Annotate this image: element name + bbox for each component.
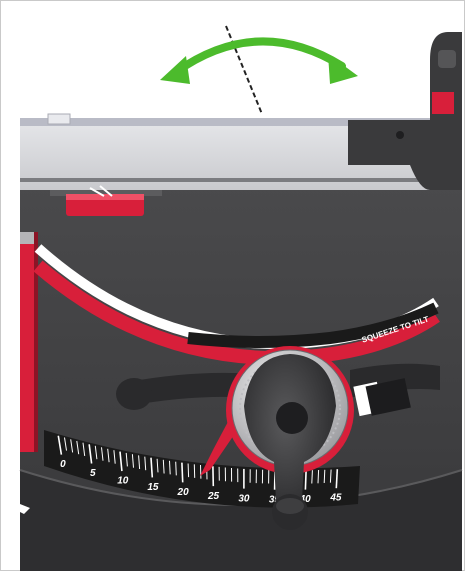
scale-label: 5 (90, 468, 96, 479)
scale-minor-tick (176, 462, 177, 476)
scale-major-tick (182, 463, 183, 483)
scale-minor-tick (170, 461, 171, 475)
scale-minor-tick (318, 470, 319, 483)
scale-minor-tick (324, 470, 325, 483)
scale-label: 45 (329, 493, 342, 504)
scale-label: 15 (147, 482, 159, 493)
scale-label: 0 (60, 459, 66, 470)
scale-minor-tick (188, 464, 189, 478)
scale-label: 10 (117, 476, 129, 487)
rail-clip (48, 114, 70, 124)
scale-label: 30 (238, 493, 250, 504)
scale-major-tick (305, 470, 306, 489)
scale-label: 20 (177, 487, 190, 498)
scale-label: 25 (207, 491, 220, 502)
scale-major-tick (336, 469, 337, 488)
scale-minor-tick (330, 470, 331, 483)
scale-minor-tick (312, 470, 313, 483)
rail-shadow (20, 178, 462, 182)
left-red-bar (20, 232, 38, 452)
